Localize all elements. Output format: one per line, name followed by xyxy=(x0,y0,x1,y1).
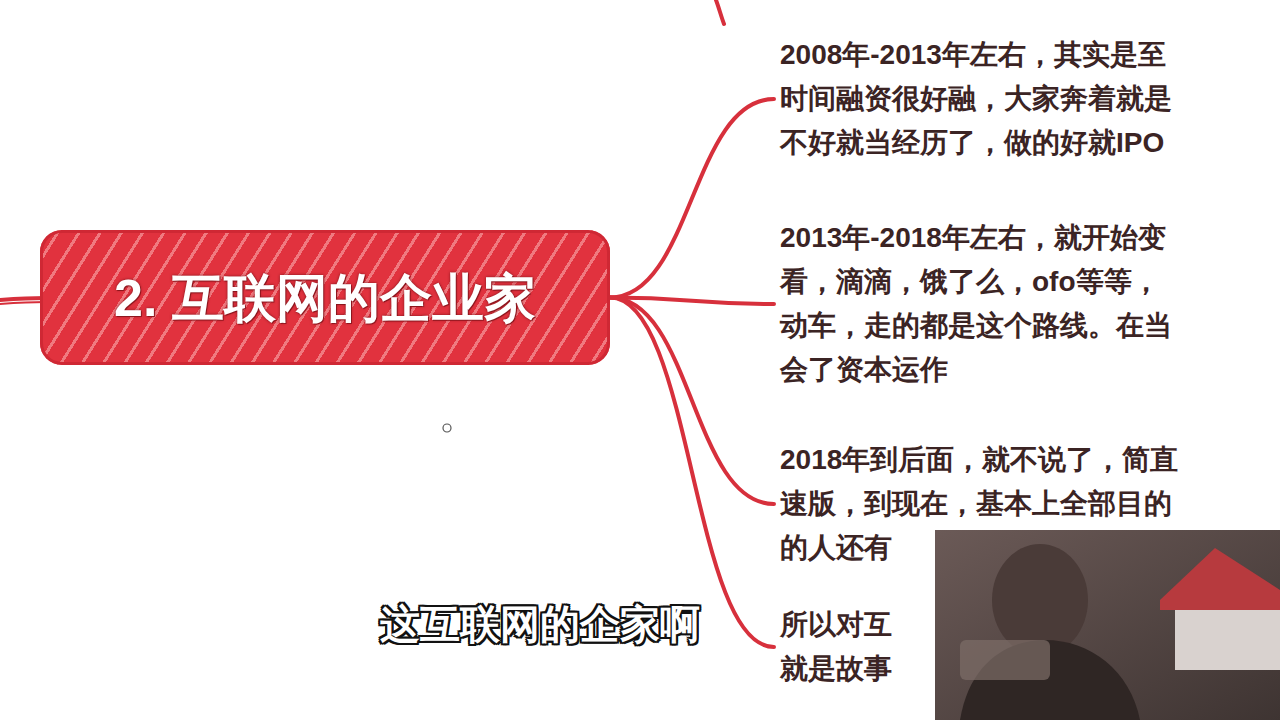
text-line: 互联网的企业家 xyxy=(172,269,536,327)
text-line: 会了资本运作 xyxy=(780,354,948,385)
upper-branch xyxy=(716,0,724,24)
topic-text: 2. 互联网的企业家 xyxy=(114,268,536,328)
branch-note: 2013年-2018年左右，就开始变 看，滴滴，饿了么，ofo等等， 动车，走的… xyxy=(774,216,1274,392)
branch-note: 2018年到后面，就不说了，简直 速版，到现在，基本上全部目的 的人还有 xyxy=(774,438,1274,570)
text-line: 的人还有 xyxy=(780,532,892,563)
text-line: 2018年到后面，就不说了，简直 xyxy=(780,444,1178,475)
note-text: 2008年-2013年左右，其实是至 时间融资很好融，大家奔着就是 不好就当经历… xyxy=(774,33,1274,165)
branch-note: 2008年-2013年左右，其实是至 时间融资很好融，大家奔着就是 不好就当经历… xyxy=(774,33,1274,165)
text-line: 速版，到现在，基本上全部目的 xyxy=(780,488,1172,519)
text-line: 不好就当经历了，做的好就IPO xyxy=(780,127,1164,158)
text-line: 时间融资很好融，大家奔着就是 xyxy=(780,83,1172,114)
note-text: 所以对互 就是故事 xyxy=(774,603,934,691)
text-line: 2. xyxy=(114,269,157,327)
branch-line xyxy=(610,99,774,298)
branch-line xyxy=(610,298,774,648)
text-line: 动车，走的都是这个路线。在当 xyxy=(780,310,1172,341)
text-line: 2008年-2013年左右，其实是至 xyxy=(780,39,1166,70)
video-overlay xyxy=(935,530,1280,720)
note-text: 2013年-2018年左右，就开始变 看，滴滴，饿了么，ofo等等， 动车，走的… xyxy=(774,216,1274,392)
cursor-dot xyxy=(443,424,451,432)
branch-note: 所以对互 就是故事 xyxy=(774,603,934,691)
text-line: 2013年-2018年左右，就开始变 xyxy=(780,222,1166,253)
text-line: 所以对互 xyxy=(780,609,892,640)
central-topic: 2. 互联网的企业家 xyxy=(40,230,610,365)
subtitle: 这互联网的企家啊 xyxy=(380,598,700,650)
text-line: 看，滴滴，饿了么，ofo等等， xyxy=(780,266,1160,297)
note-text: 2018年到后面，就不说了，简直 速版，到现在，基本上全部目的 的人还有 xyxy=(774,438,1274,570)
text-line: 就是故事 xyxy=(780,653,892,684)
